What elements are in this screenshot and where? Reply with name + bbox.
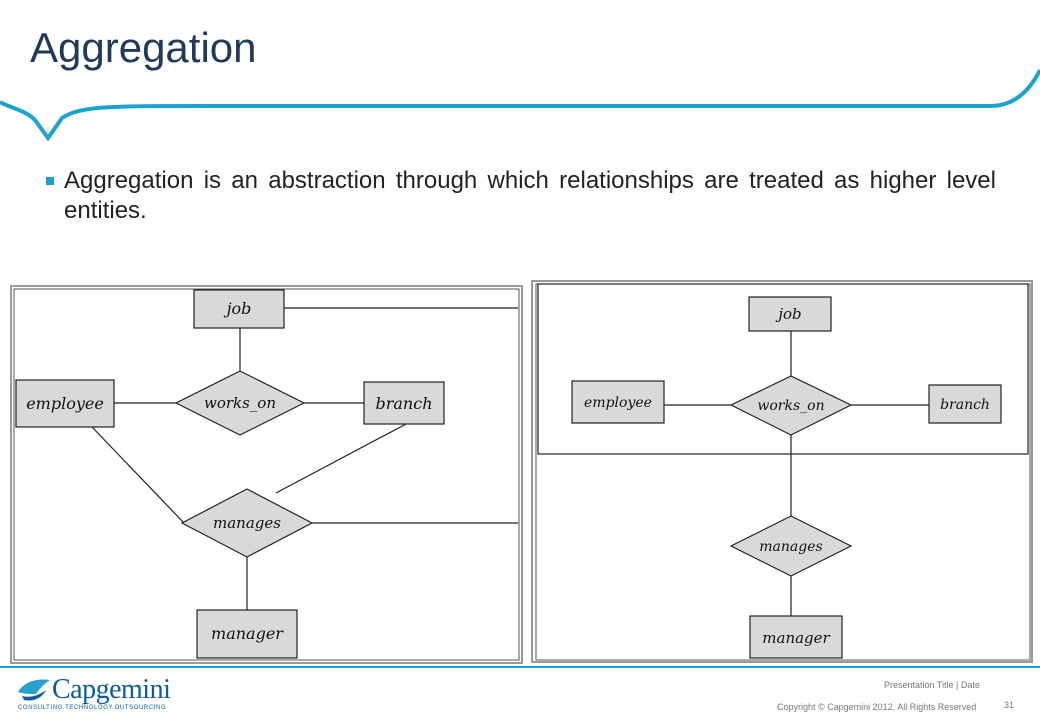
capgemini-spade-logo-icon (18, 679, 50, 701)
entity-manager: manager (196, 609, 298, 659)
svg-text:manager: manager (762, 629, 830, 647)
brand-name: Capgemini (52, 674, 171, 705)
relationship-manages: manages (729, 515, 853, 577)
presentation-title: Presentation Title | Date (884, 680, 980, 690)
relationship-works-on: works_on (174, 370, 306, 436)
entity-employee: employee (571, 380, 665, 424)
page-number: 31 (1004, 700, 1015, 710)
diagram-frame (531, 280, 1033, 663)
svg-text:branch: branch (376, 394, 433, 413)
er-diagram-left: job employee branch manager works_on man… (10, 285, 523, 664)
bullet-point: Aggregation is an abstraction through wh… (46, 166, 996, 226)
svg-text:employee: employee (26, 394, 104, 413)
aggregation-box (537, 283, 1029, 455)
svg-text:branch: branch (940, 397, 990, 413)
copyright-text: Copyright © Capgemini 2012. All Rights R… (777, 702, 977, 712)
entity-branch: branch (928, 384, 1002, 424)
svg-text:works_on: works_on (204, 394, 276, 412)
er-diagram-right: job employee branch manager works_on man… (531, 280, 1033, 663)
svg-text:job: job (775, 305, 801, 323)
slide-title: Aggregation (30, 24, 257, 71)
svg-text:works_on: works_on (757, 398, 824, 414)
bullet-square-icon (46, 177, 54, 185)
footer-divider (0, 666, 1040, 668)
relationship-manages: manages (180, 488, 314, 558)
header-wave-decoration (0, 69, 1040, 142)
svg-text:manager: manager (211, 624, 284, 643)
svg-text:employee: employee (584, 395, 652, 411)
svg-text:job: job (224, 299, 252, 318)
entity-job: job (193, 289, 285, 329)
entity-job: job (748, 296, 832, 332)
entity-employee: employee (15, 379, 115, 428)
svg-text:manages: manages (759, 539, 822, 555)
entity-manager: manager (749, 615, 843, 659)
diagram-frame (10, 285, 523, 664)
bullet-text: Aggregation is an abstraction through wh… (64, 167, 996, 224)
svg-text:manages: manages (213, 514, 281, 532)
brand-tagline: CONSULTING.TECHNOLOGY.OUTSOURCING (18, 705, 167, 711)
relationship-works-on: works_on (729, 375, 853, 436)
entity-branch: branch (363, 381, 445, 425)
